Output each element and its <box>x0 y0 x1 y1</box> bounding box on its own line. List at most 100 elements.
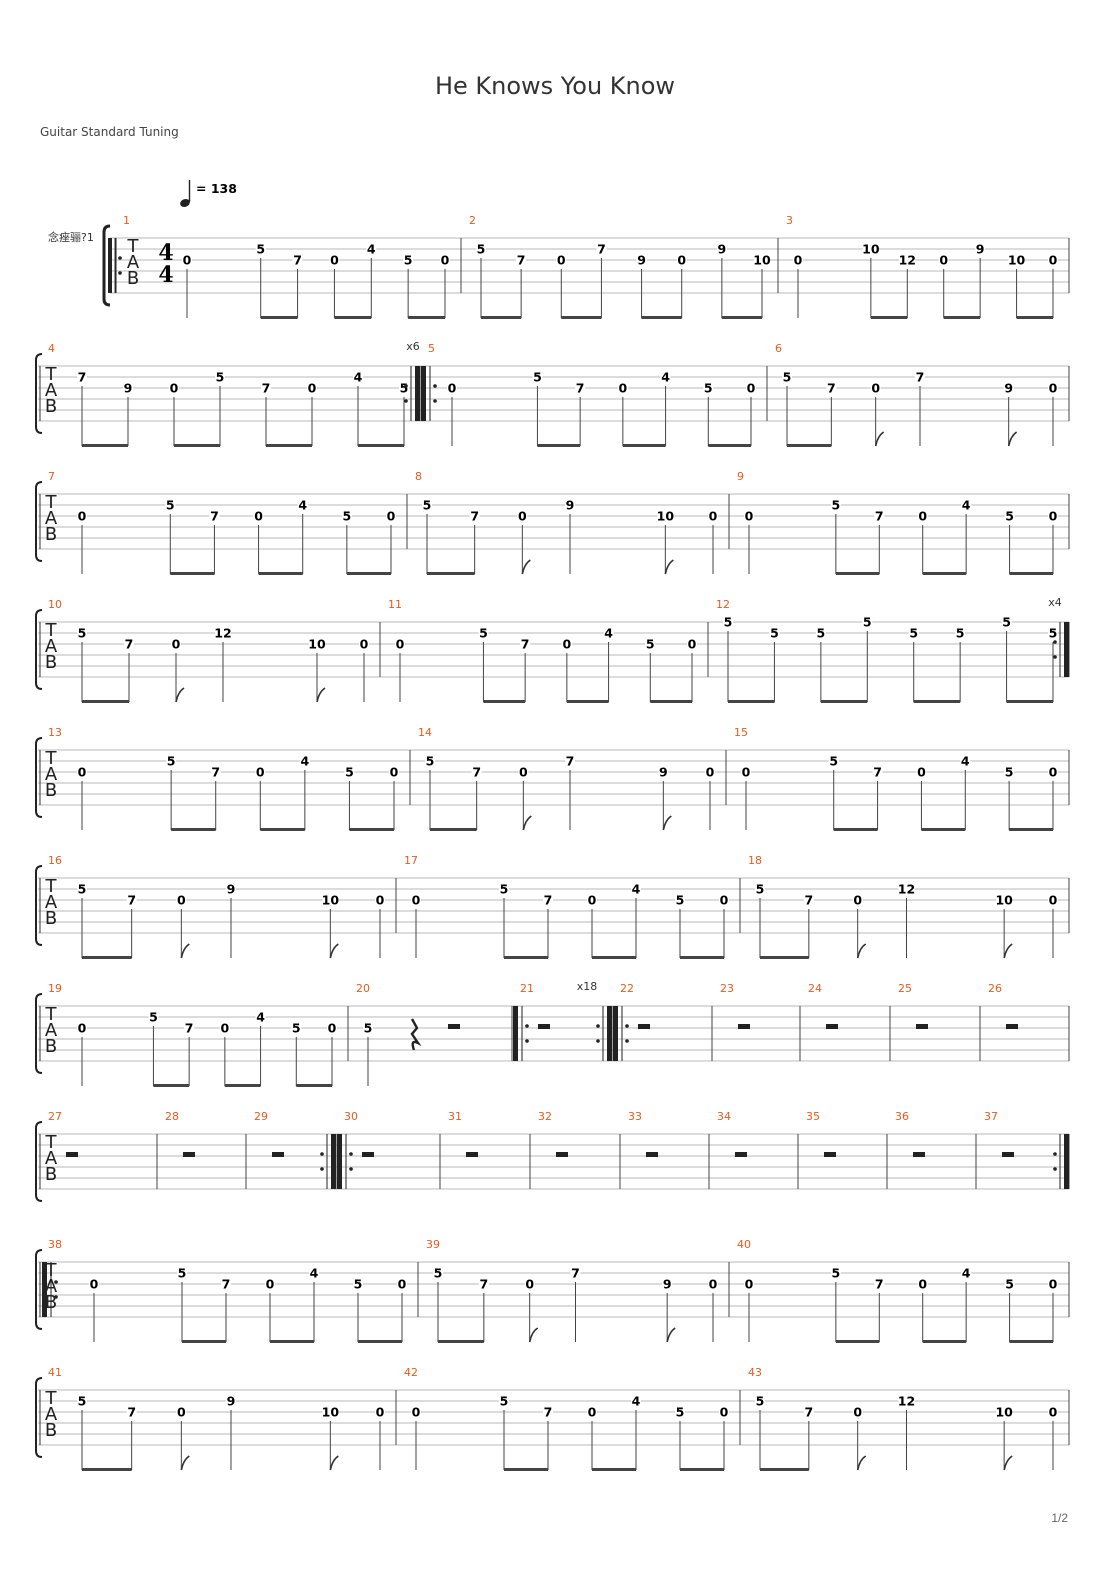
fret-bg <box>363 1021 373 1035</box>
fret-number: 0 <box>387 509 396 524</box>
fret-number: 0 <box>330 253 339 268</box>
tab-clef-b: B <box>45 908 57 929</box>
fret-bg <box>344 765 355 779</box>
repeat-end-thick-bar <box>331 1134 336 1189</box>
fret-bg <box>341 509 352 523</box>
fret-number: 0 <box>519 765 528 780</box>
note-flag <box>180 943 190 959</box>
fret-bg <box>565 498 575 512</box>
fret-number: 0 <box>518 509 527 524</box>
fret-bg <box>411 1405 421 1419</box>
whole-rest <box>183 1152 195 1157</box>
beam <box>721 316 762 319</box>
measure-number: 29 <box>254 1110 268 1123</box>
beam <box>922 572 967 575</box>
measure-number: 31 <box>448 1110 462 1123</box>
fret-number: 7 <box>211 765 220 780</box>
beam <box>1009 1340 1053 1343</box>
tab-clef-a: A <box>127 252 140 273</box>
fret-bg <box>908 626 919 640</box>
fret-number: 5 <box>832 498 841 513</box>
fret-number: 7 <box>185 1021 194 1036</box>
measure-number: 10 <box>48 598 62 611</box>
beam <box>82 700 129 703</box>
beam <box>833 828 878 831</box>
fret-bg <box>221 1277 231 1291</box>
fret-bg <box>955 626 966 640</box>
fret-number: 9 <box>718 242 727 257</box>
fret-number: 7 <box>521 637 530 652</box>
beam <box>82 956 132 959</box>
fret-number: 0 <box>172 637 181 652</box>
fret-number: 7 <box>804 893 813 908</box>
fret-number: 5 <box>343 509 352 524</box>
fret-bg <box>148 1010 159 1024</box>
fret-number: 7 <box>78 370 87 385</box>
system-bracket <box>35 993 43 1074</box>
measure-number: 19 <box>48 982 62 995</box>
fret-bg <box>561 637 572 651</box>
fret-bg <box>803 1405 814 1419</box>
beam <box>650 700 692 703</box>
fret-bg <box>77 626 87 640</box>
fret-bg <box>961 1266 972 1280</box>
fret-bg <box>587 893 597 907</box>
beam <box>820 700 868 703</box>
fret-number: 10 <box>862 242 880 257</box>
fret-bg <box>755 882 765 896</box>
fret-bg <box>215 626 231 640</box>
beam <box>760 956 809 959</box>
beam <box>561 316 602 319</box>
fret-bg <box>1048 626 1058 640</box>
fret-bg <box>723 615 733 629</box>
beam <box>182 1340 226 1343</box>
note-flag <box>1003 943 1013 959</box>
fret-bg <box>329 253 340 267</box>
fret-number: 5 <box>500 1394 509 1409</box>
beam <box>680 1468 724 1471</box>
fret-bg <box>1004 765 1015 779</box>
fret-bg <box>1001 615 1012 629</box>
beam <box>258 572 303 575</box>
measure-number: 7 <box>48 470 55 483</box>
repeat-dot <box>54 1295 58 1299</box>
beam <box>82 1468 132 1471</box>
fret-bg <box>916 765 927 779</box>
fret-number: 9 <box>976 242 985 257</box>
fret-number: 0 <box>918 1277 927 1292</box>
beam <box>1016 316 1053 319</box>
repeat-dot <box>404 399 408 403</box>
repeat-count: x4 <box>1048 596 1062 609</box>
measure-number: 13 <box>48 726 62 739</box>
fret-number: 0 <box>853 1405 862 1420</box>
fret-number: 7 <box>472 765 481 780</box>
fret-number: 0 <box>170 381 179 396</box>
fret-bg <box>182 253 192 267</box>
note-flag <box>664 559 674 575</box>
fret-number: 12 <box>899 253 916 268</box>
measure-number: 38 <box>48 1238 62 1251</box>
fret-bg <box>123 381 133 395</box>
fret-bg <box>636 253 647 267</box>
fret-number: 12 <box>214 626 231 641</box>
fret-number: 0 <box>709 1277 718 1292</box>
fret-number: 5 <box>256 242 265 257</box>
beam <box>334 316 372 319</box>
fret-number: 0 <box>1049 381 1058 396</box>
fret-number: 0 <box>1049 765 1058 780</box>
repeat-end-thick-bar <box>415 366 420 421</box>
fret-number: 12 <box>898 1394 915 1409</box>
fret-bg <box>499 1394 509 1408</box>
fret-bg <box>1048 1277 1058 1291</box>
whole-rest <box>362 1152 374 1157</box>
fret-number: 0 <box>328 1021 337 1036</box>
fret-bg <box>77 882 87 896</box>
fret-number: 0 <box>78 509 87 524</box>
fret-number: 5 <box>78 626 87 641</box>
tab-clef-a: A <box>45 892 58 913</box>
repeat-dot <box>625 1024 629 1028</box>
fret-bg <box>872 765 883 779</box>
quarter-rest <box>410 1018 422 1051</box>
fret-number: 0 <box>376 1405 385 1420</box>
fret-bg <box>425 754 435 768</box>
